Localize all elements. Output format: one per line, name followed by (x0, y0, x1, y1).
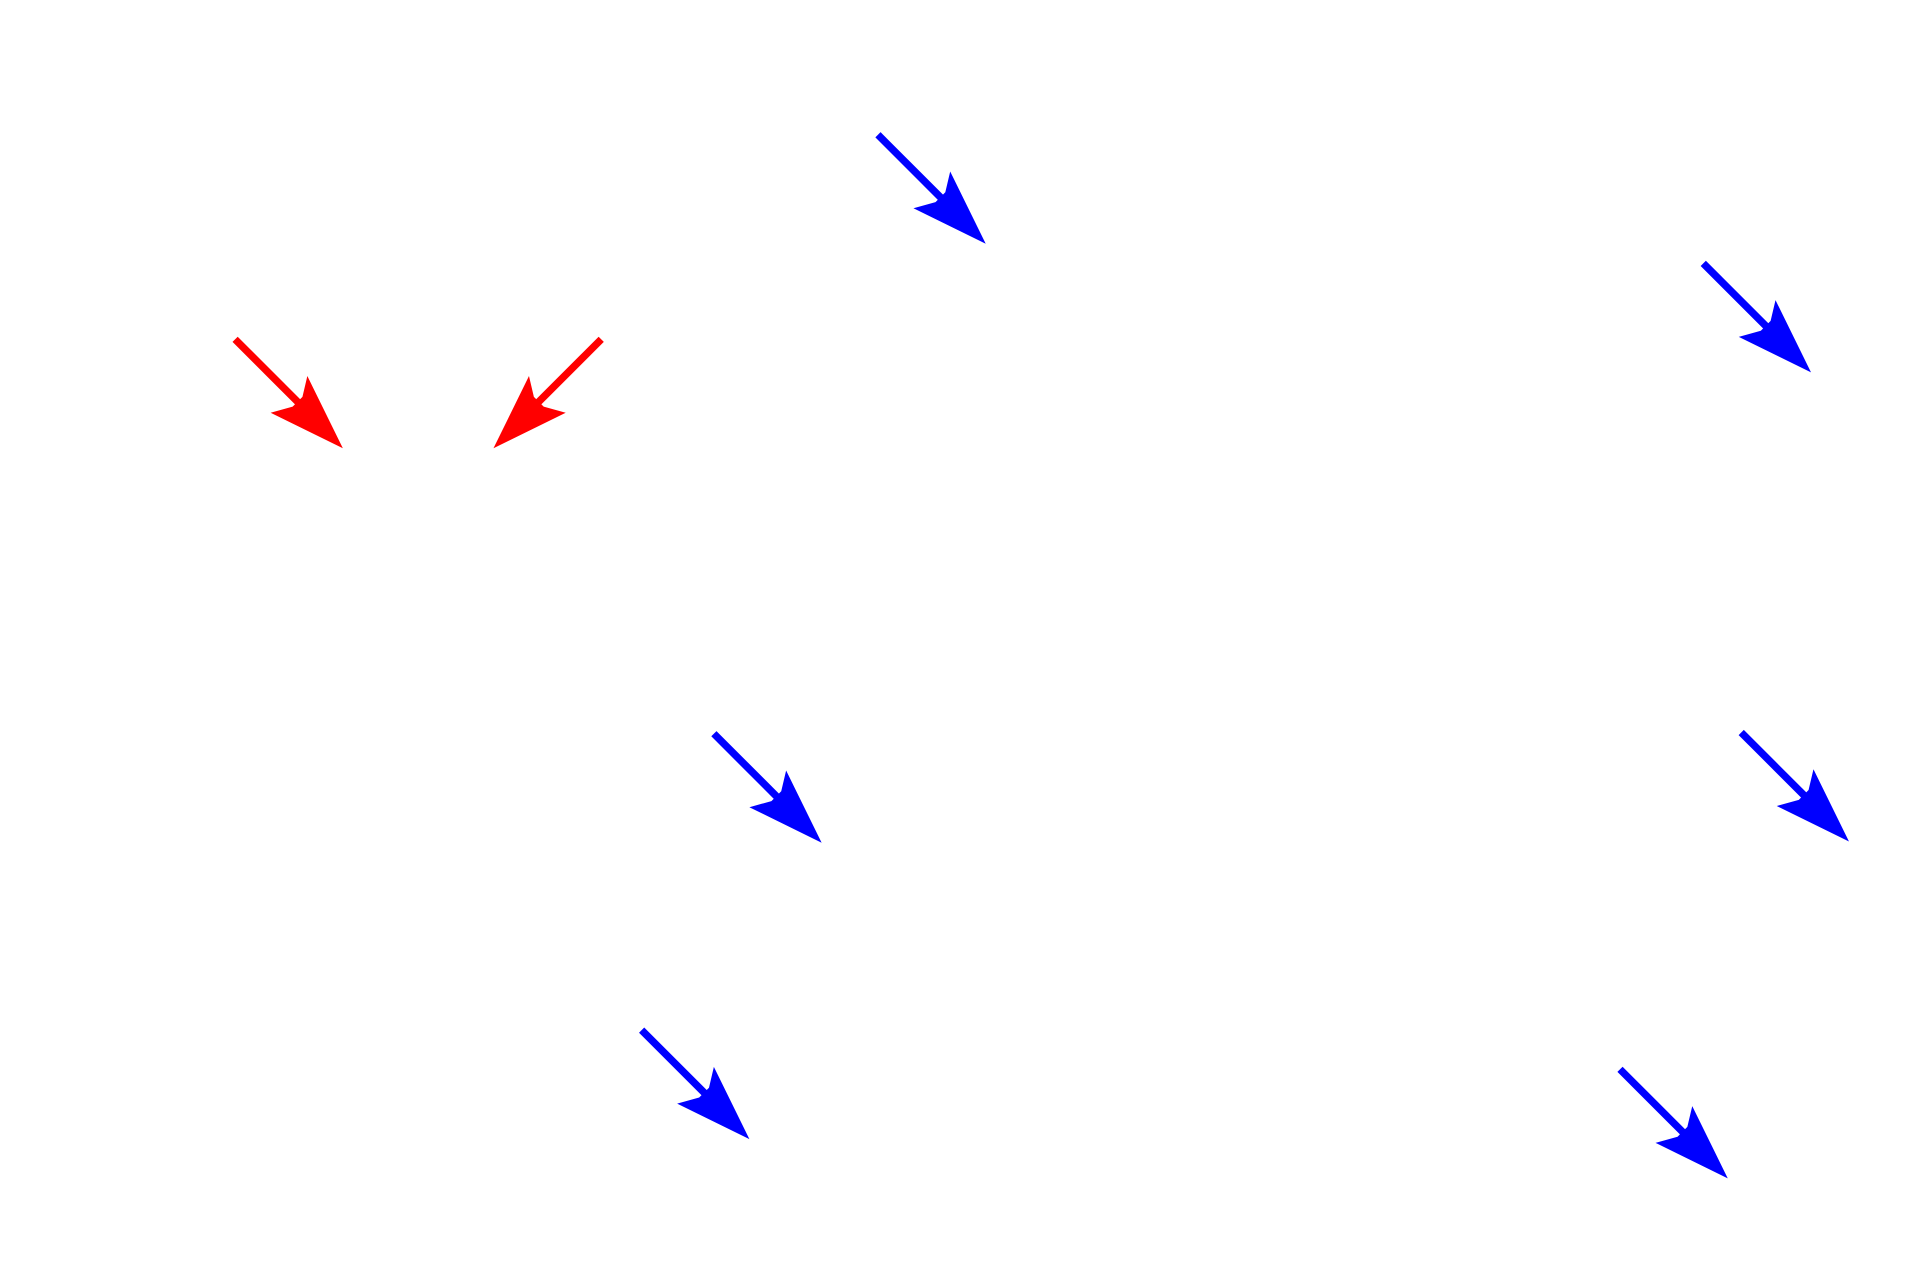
arrow-shaft (532, 336, 604, 409)
arrow-head (493, 376, 566, 449)
blue-arrow-icon (875, 132, 986, 244)
arrow-shaft (232, 336, 304, 409)
blue-arrow-icon (1738, 729, 1849, 842)
blue-arrow-icon (711, 731, 822, 843)
arrow-shaft (1738, 729, 1810, 802)
blue-arrow-icon (1700, 260, 1812, 373)
arrow-head (1655, 1106, 1728, 1179)
arrow-head (270, 376, 343, 449)
arrow-shaft (875, 132, 947, 204)
arrow-shaft (1700, 260, 1772, 333)
arrow-head (913, 171, 986, 244)
arrow-shaft (711, 731, 783, 803)
arrow-head (677, 1066, 750, 1140)
blue-arrow-icon (639, 1027, 750, 1140)
arrow-head (749, 770, 822, 843)
arrow-shaft (1617, 1066, 1689, 1139)
arrow-head (1776, 769, 1849, 842)
arrow-shaft (639, 1027, 711, 1099)
blue-arrow-icon (1617, 1066, 1728, 1179)
red-arrow-icon (232, 336, 343, 449)
arrow-head (1738, 300, 1812, 373)
red-arrow-icon (493, 336, 604, 449)
